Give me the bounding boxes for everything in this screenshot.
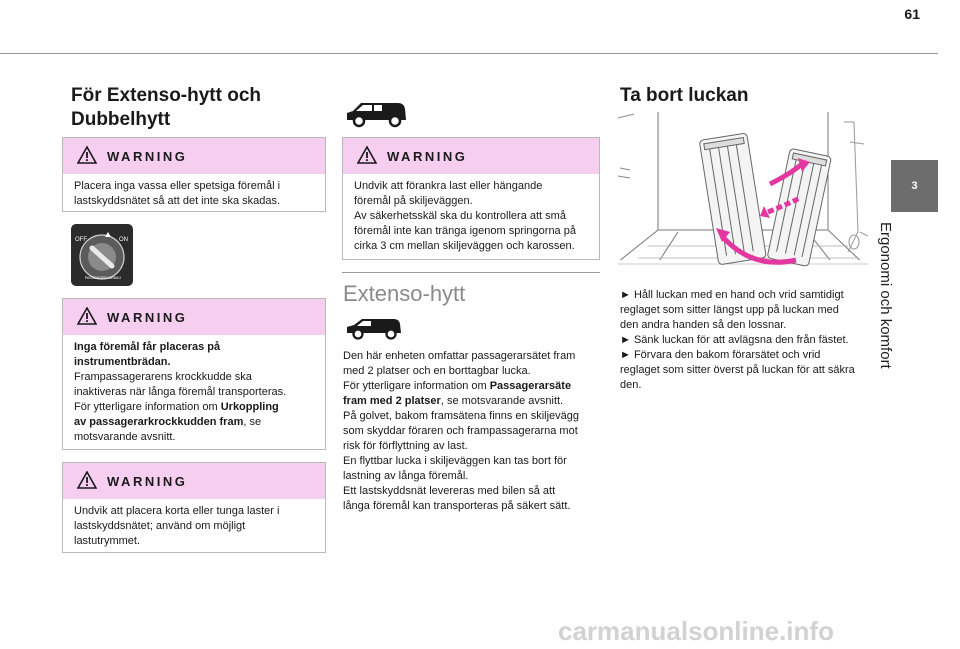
section-rule bbox=[342, 272, 600, 273]
warning-box-col2: WARNING Undvik att förankra last eller h… bbox=[342, 137, 600, 260]
warning-icon bbox=[77, 471, 97, 489]
warning-box-1: WARNING Placera inga vassa eller spetsig… bbox=[62, 137, 326, 212]
warning-text: Inga föremål får placeras på instrumentb… bbox=[74, 341, 287, 443]
partition-hatch-illustration bbox=[618, 112, 868, 278]
warning-text: Placera inga vassa eller spetsiga föremå… bbox=[74, 180, 281, 207]
warning-icon bbox=[77, 307, 97, 325]
airbag-on-label: ON bbox=[119, 237, 128, 243]
airbag-ring-label: PASSENGER AIRBAG bbox=[84, 276, 122, 280]
chapter-tab[interactable]: 3 bbox=[891, 160, 938, 212]
warning-box-2: WARNING Inga föremål får placeras på ins… bbox=[62, 298, 326, 450]
warning-title: WARNING bbox=[107, 149, 188, 164]
warning-icon bbox=[357, 146, 377, 164]
section-title-ta-bort-luckan: Ta bort luckan bbox=[620, 85, 749, 106]
warning-title: WARNING bbox=[107, 310, 188, 325]
airbag-off-label: OFF bbox=[75, 237, 87, 243]
header-rule bbox=[0, 53, 938, 54]
warning-icon bbox=[77, 146, 97, 164]
warning-title: WARNING bbox=[387, 149, 468, 164]
warning-box-3: WARNING Undvik att placera korta eller t… bbox=[62, 462, 326, 553]
warning-text: Undvik att förankra last eller hängande … bbox=[354, 180, 576, 252]
airbag-switch-icon: OFF ON PASSENGER AIRBAG bbox=[71, 224, 133, 286]
chapter-title: Ergonomi och komfort bbox=[877, 222, 894, 369]
van-extenso-icon bbox=[347, 319, 401, 340]
subtitle-extenso-hytt: Extenso-hytt bbox=[343, 281, 466, 306]
van-dubbelhytt-icon bbox=[347, 103, 406, 128]
watermark: carmanualsonline.info bbox=[558, 616, 834, 646]
page-number: 61 bbox=[904, 6, 920, 22]
warning-title: WARNING bbox=[107, 474, 188, 489]
removal-steps: ► Håll luckan med en hand och vrid samti… bbox=[620, 289, 855, 391]
extenso-body-text: Den här enheten omfattar passagerarsätet… bbox=[343, 350, 580, 512]
warning-text: Undvik att placera korta eller tunga las… bbox=[74, 505, 280, 547]
